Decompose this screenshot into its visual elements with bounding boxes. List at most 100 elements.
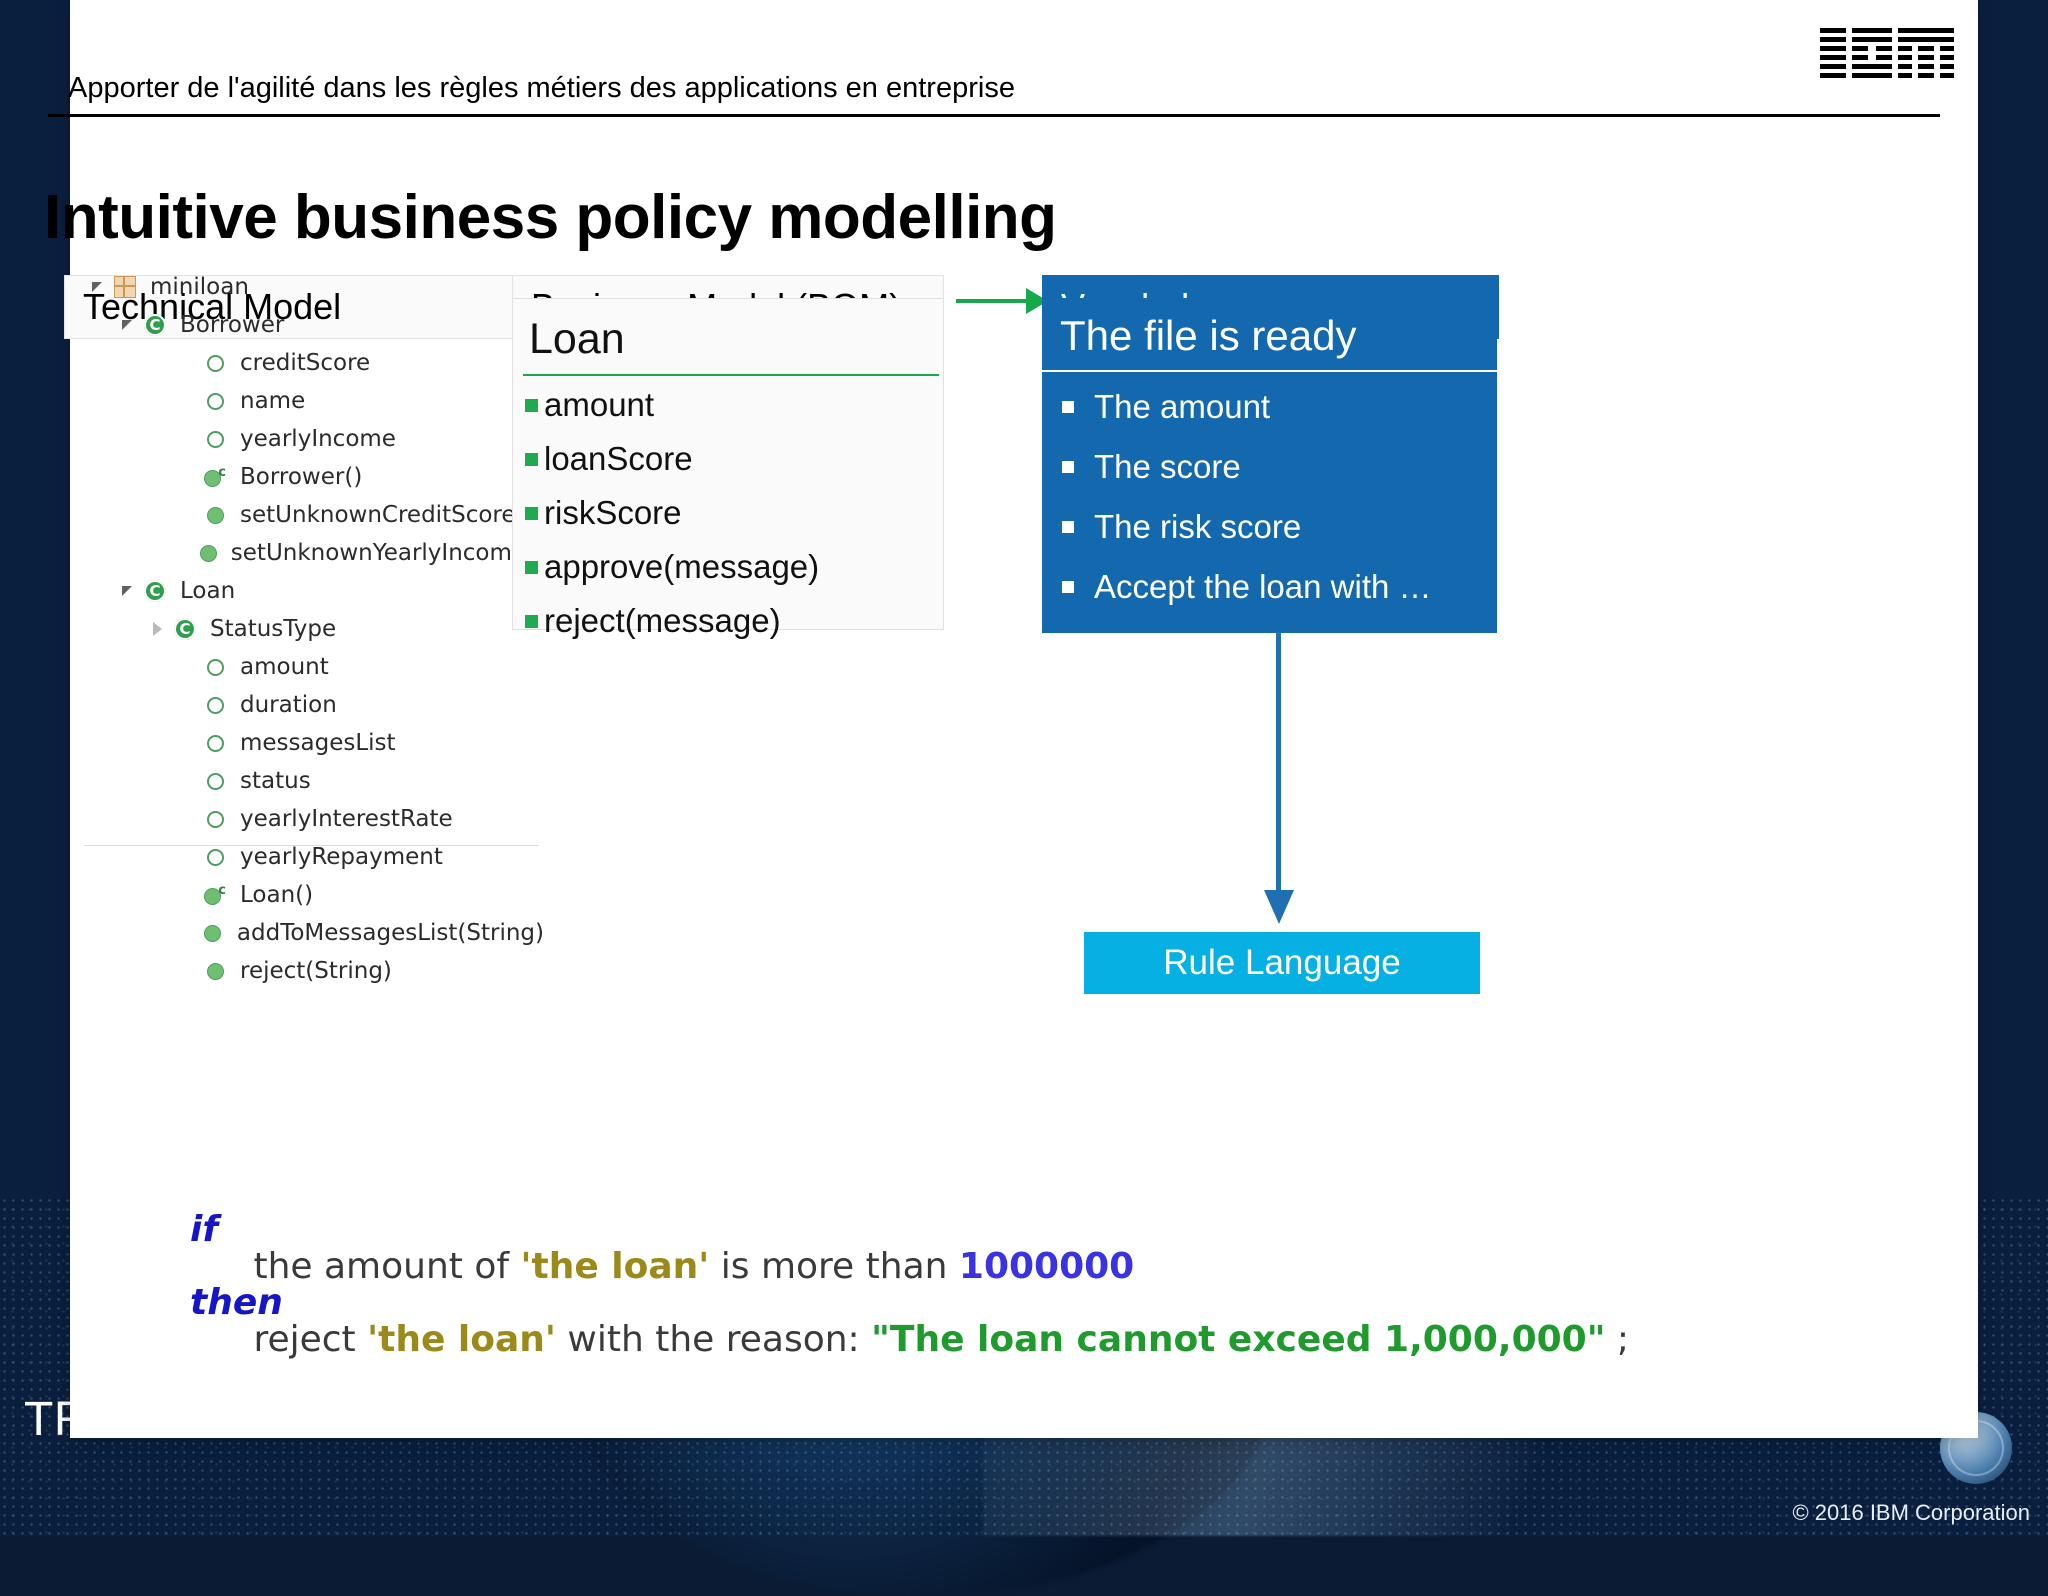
attribute-icon xyxy=(200,848,230,866)
attribute-icon xyxy=(200,696,230,714)
tree-node-label: setUnknownYearlyIncome() xyxy=(230,540,544,566)
copyright-notice: © 2016 IBM Corporation xyxy=(1792,1500,2030,1525)
bom-member-item: approve(message) xyxy=(525,548,943,586)
bom-member-item: riskScore xyxy=(525,494,943,532)
tree-node-label: addToMessagesList(String) xyxy=(236,920,544,946)
bom-member-item: amount xyxy=(525,386,943,424)
attribute-icon xyxy=(200,772,230,790)
tree-node[interactable]: messagesList xyxy=(84,724,544,762)
class-icon xyxy=(170,618,200,640)
rule-code-line-action: reject 'the loan' with the reason: "The … xyxy=(190,1319,1629,1361)
tree-node[interactable]: creditScore xyxy=(84,344,544,382)
rule-code-line-then: then xyxy=(190,1285,1530,1322)
tree-node[interactable]: setUnknownYearlyIncome() xyxy=(84,534,544,572)
condition-term: 'the loan' xyxy=(520,1245,710,1287)
attribute-icon xyxy=(200,658,230,676)
bom-class-name: Loan xyxy=(529,315,625,363)
tree-node-label: setUnknownCreditScore() xyxy=(240,502,534,528)
tree-node[interactable]: setUnknownCreditScore() xyxy=(84,496,544,534)
tree-node-label: Loan() xyxy=(240,882,314,908)
attribute-icon xyxy=(200,810,230,828)
method-icon xyxy=(200,962,230,980)
vocabulary-item-label: The score xyxy=(1094,448,1241,485)
tree-node-label: reject(String) xyxy=(240,958,392,984)
rule-code-line-if: if xyxy=(190,1209,1530,1250)
vocabulary-item-label: Reject the loan with … xyxy=(1094,628,1425,665)
tree-node[interactable]: Borrower xyxy=(84,306,544,344)
vocabulary-item: The amount xyxy=(1062,388,1497,426)
bom-bullet-icon xyxy=(525,452,538,466)
vocabulary-item: Accept the loan with … xyxy=(1062,568,1497,606)
class-icon xyxy=(140,314,170,336)
tree-node[interactable]: amount xyxy=(84,648,544,686)
method-icon xyxy=(199,924,227,942)
bom-member-label: amount xyxy=(544,386,655,423)
action-terminator: ; xyxy=(1605,1319,1630,1361)
condition-number: 1000000 xyxy=(958,1245,1135,1287)
rule-language-label: Rule Language xyxy=(1163,943,1401,982)
action-term: 'the loan' xyxy=(367,1319,556,1361)
tree-node[interactable]: reject(String) xyxy=(84,952,544,990)
method-icon xyxy=(196,544,221,562)
attribute-icon xyxy=(200,734,230,752)
attribute-icon xyxy=(200,392,230,410)
tree-node-label: status xyxy=(240,768,311,794)
tree-node[interactable]: duration xyxy=(84,686,544,724)
slide-kicker: Apporter de l'agilité dans les règles mé… xyxy=(68,72,1015,104)
bom-bullet-icon xyxy=(525,398,538,412)
tree-node-label: Borrower xyxy=(180,312,285,338)
vocabulary-bullet-icon xyxy=(1062,521,1074,533)
slide-canvas: Apporter de l'agilité dans les règles mé… xyxy=(44,0,1978,1438)
rule-code-snippet: if the amount of 'the loan' is more than… xyxy=(190,1209,1629,1361)
bom-member-label: riskScore xyxy=(544,494,682,531)
rule-language-box: Rule Language xyxy=(1084,932,1480,994)
tree-node-label: duration xyxy=(240,692,337,718)
arrow-vocab-to-rule-language xyxy=(1264,632,1294,932)
bom-divider xyxy=(523,374,939,376)
tree-node-label: yearlyIncome xyxy=(240,426,396,452)
arrow-bom-to-vocab xyxy=(956,288,1050,314)
tree-node-label: amount xyxy=(240,654,329,680)
tree-node-label: messagesList xyxy=(240,730,396,756)
header-divider-rule xyxy=(48,114,1940,117)
bom-bullet-icon xyxy=(525,506,538,520)
tree-node-label: name xyxy=(240,388,306,414)
tree-node[interactable]: yearlyIncome xyxy=(84,420,544,458)
action-reason-label: with the reason: xyxy=(555,1319,872,1361)
vocabulary-bullet-icon xyxy=(1062,581,1074,593)
condition-prefix: the amount of xyxy=(253,1245,521,1287)
tree-node[interactable]: name xyxy=(84,382,544,420)
tree-node[interactable]: Loan xyxy=(84,572,544,610)
vocabulary-item-label: The risk score xyxy=(1094,508,1302,545)
tree-node-label: Loan xyxy=(180,578,236,604)
vocabulary-item-label: The amount xyxy=(1094,388,1271,425)
tree-node[interactable]: yearlyInterestRate xyxy=(84,800,544,838)
tree-node[interactable]: miniloan xyxy=(84,268,544,306)
tree-node[interactable]: yearlyRepayment xyxy=(84,838,544,876)
action-prefix: reject xyxy=(253,1319,368,1361)
tree-node[interactable]: addToMessagesList(String) xyxy=(84,914,544,952)
bom-member-label: reject(message) xyxy=(544,602,781,639)
class-icon xyxy=(140,580,170,602)
tree-bottom-divider xyxy=(84,845,539,846)
bom-member-label: loanScore xyxy=(544,440,693,477)
vocabulary-card-title: The file is ready xyxy=(1060,312,1357,359)
condition-operator: is more than xyxy=(709,1245,959,1287)
vocabulary-item: The score xyxy=(1062,448,1497,486)
technical-model-tree[interactable]: miniloanBorrower creditScore name yearlyInc… xyxy=(84,268,544,990)
page-title: Intuitive business policy modelling xyxy=(44,182,1057,252)
tree-node[interactable]: StatusType xyxy=(84,610,544,648)
tree-node-label: yearlyInterestRate xyxy=(240,806,453,832)
bom-member-item: reject(message) xyxy=(525,602,943,640)
vocabulary-item-label: Accept the loan with … xyxy=(1094,568,1432,605)
package-icon xyxy=(110,276,140,298)
bom-bullet-icon xyxy=(525,614,538,628)
constructor-icon: c xyxy=(200,465,230,487)
keyword-if: if xyxy=(190,1209,219,1250)
vocabulary-bullet-icon xyxy=(1062,641,1074,653)
tree-node[interactable]: status xyxy=(84,762,544,800)
